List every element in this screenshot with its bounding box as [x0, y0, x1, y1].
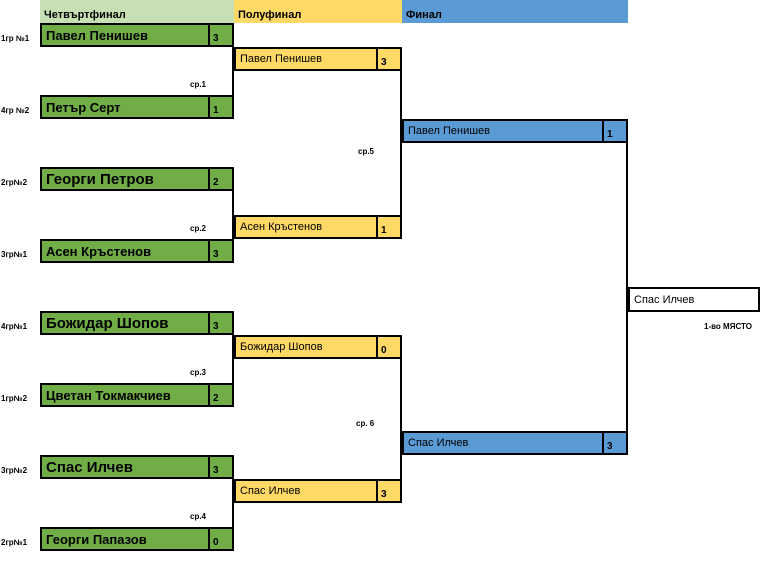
seed-label: 1гр №1 [1, 34, 30, 43]
player-score: 0 [208, 529, 232, 549]
player-score: 0 [376, 337, 400, 357]
qf-player-1: Павел Пенишев 3 [40, 23, 234, 47]
qf-player-6: Цветан Токмакчиев 2 [40, 383, 234, 407]
player-name: Божидар Шопов [240, 341, 323, 353]
header-final: Финал [402, 0, 628, 23]
player-score: 1 [376, 217, 400, 237]
player-name: Спас Илчев [240, 485, 301, 497]
connector-line [232, 191, 234, 239]
connector-line [400, 71, 402, 215]
connector-line [626, 143, 628, 431]
player-score: 3 [208, 313, 232, 333]
header-quarterfinal: Четвъртфинал [40, 0, 234, 23]
match-label: ср.4 [190, 512, 207, 521]
seed-label: 3гр№1 [1, 250, 28, 259]
player-score: 3 [376, 49, 400, 69]
player-score: 3 [208, 25, 232, 45]
player-score: 3 [208, 241, 232, 261]
player-name: Павел Пенишев [46, 27, 148, 43]
player-score: 1 [208, 97, 232, 117]
winner-cell: Спас Илчев [628, 287, 760, 312]
seed-label: 2гр№2 [1, 178, 28, 187]
player-name: Петър Серт [46, 99, 121, 115]
winner-place-label: 1-во МЯСТО [704, 322, 752, 331]
player-name: Спас Илчев [46, 458, 133, 476]
player-name: Георги Петров [46, 170, 154, 188]
player-score: 3 [602, 433, 626, 453]
connector-line [232, 47, 234, 95]
final-player-1: Павел Пенишев 1 [402, 119, 628, 143]
player-name: Павел Пенишев [408, 125, 491, 137]
player-score: 1 [602, 121, 626, 141]
player-score: 3 [208, 457, 232, 477]
match-label: ср.3 [190, 368, 207, 377]
sf-player-4: Спас Илчев 3 [234, 479, 402, 503]
player-score: 3 [376, 481, 400, 501]
qf-player-4: Асен Кръстенов 3 [40, 239, 234, 263]
seed-label: 2гр№1 [1, 538, 28, 547]
qf-player-7: Спас Илчев 3 [40, 455, 234, 479]
header-semifinal: Полуфинал [234, 0, 402, 23]
connector-line [232, 479, 234, 527]
sf-player-2: Асен Кръстенов 1 [234, 215, 402, 239]
connector-line [400, 359, 402, 479]
player-name: Павел Пенишев [240, 53, 323, 65]
sf-player-3: Божидар Шопов 0 [234, 335, 402, 359]
player-name: Спас Илчев [408, 437, 469, 449]
qf-player-5: Божидар Шопов 3 [40, 311, 234, 335]
player-name: Асен Кръстенов [46, 243, 152, 259]
match-label: ср.2 [190, 224, 207, 233]
player-score: 2 [208, 385, 232, 405]
sf-player-1: Павел Пенишев 3 [234, 47, 402, 71]
final-player-2: Спас Илчев 3 [402, 431, 628, 455]
seed-label: 1гр№2 [1, 394, 28, 403]
winner-name: Спас Илчев [634, 293, 695, 306]
match-label: ср. 6 [356, 419, 375, 428]
connector-line [232, 335, 234, 383]
player-score: 2 [208, 169, 232, 189]
qf-player-2: Петър Серт 1 [40, 95, 234, 119]
seed-label: 3гр№2 [1, 466, 28, 475]
qf-player-3: Георги Петров 2 [40, 167, 234, 191]
match-label: ср.5 [358, 147, 375, 156]
seed-label: 4гр №2 [1, 106, 30, 115]
player-name: Цветан Токмакчиев [46, 387, 171, 403]
match-label: ср.1 [190, 80, 207, 89]
seed-label: 4гр№1 [1, 322, 28, 331]
player-name: Асен Кръстенов [240, 221, 323, 233]
player-name: Георги Папазов [46, 531, 147, 547]
player-name: Божидар Шопов [46, 314, 169, 332]
qf-player-8: Георги Папазов 0 [40, 527, 234, 551]
